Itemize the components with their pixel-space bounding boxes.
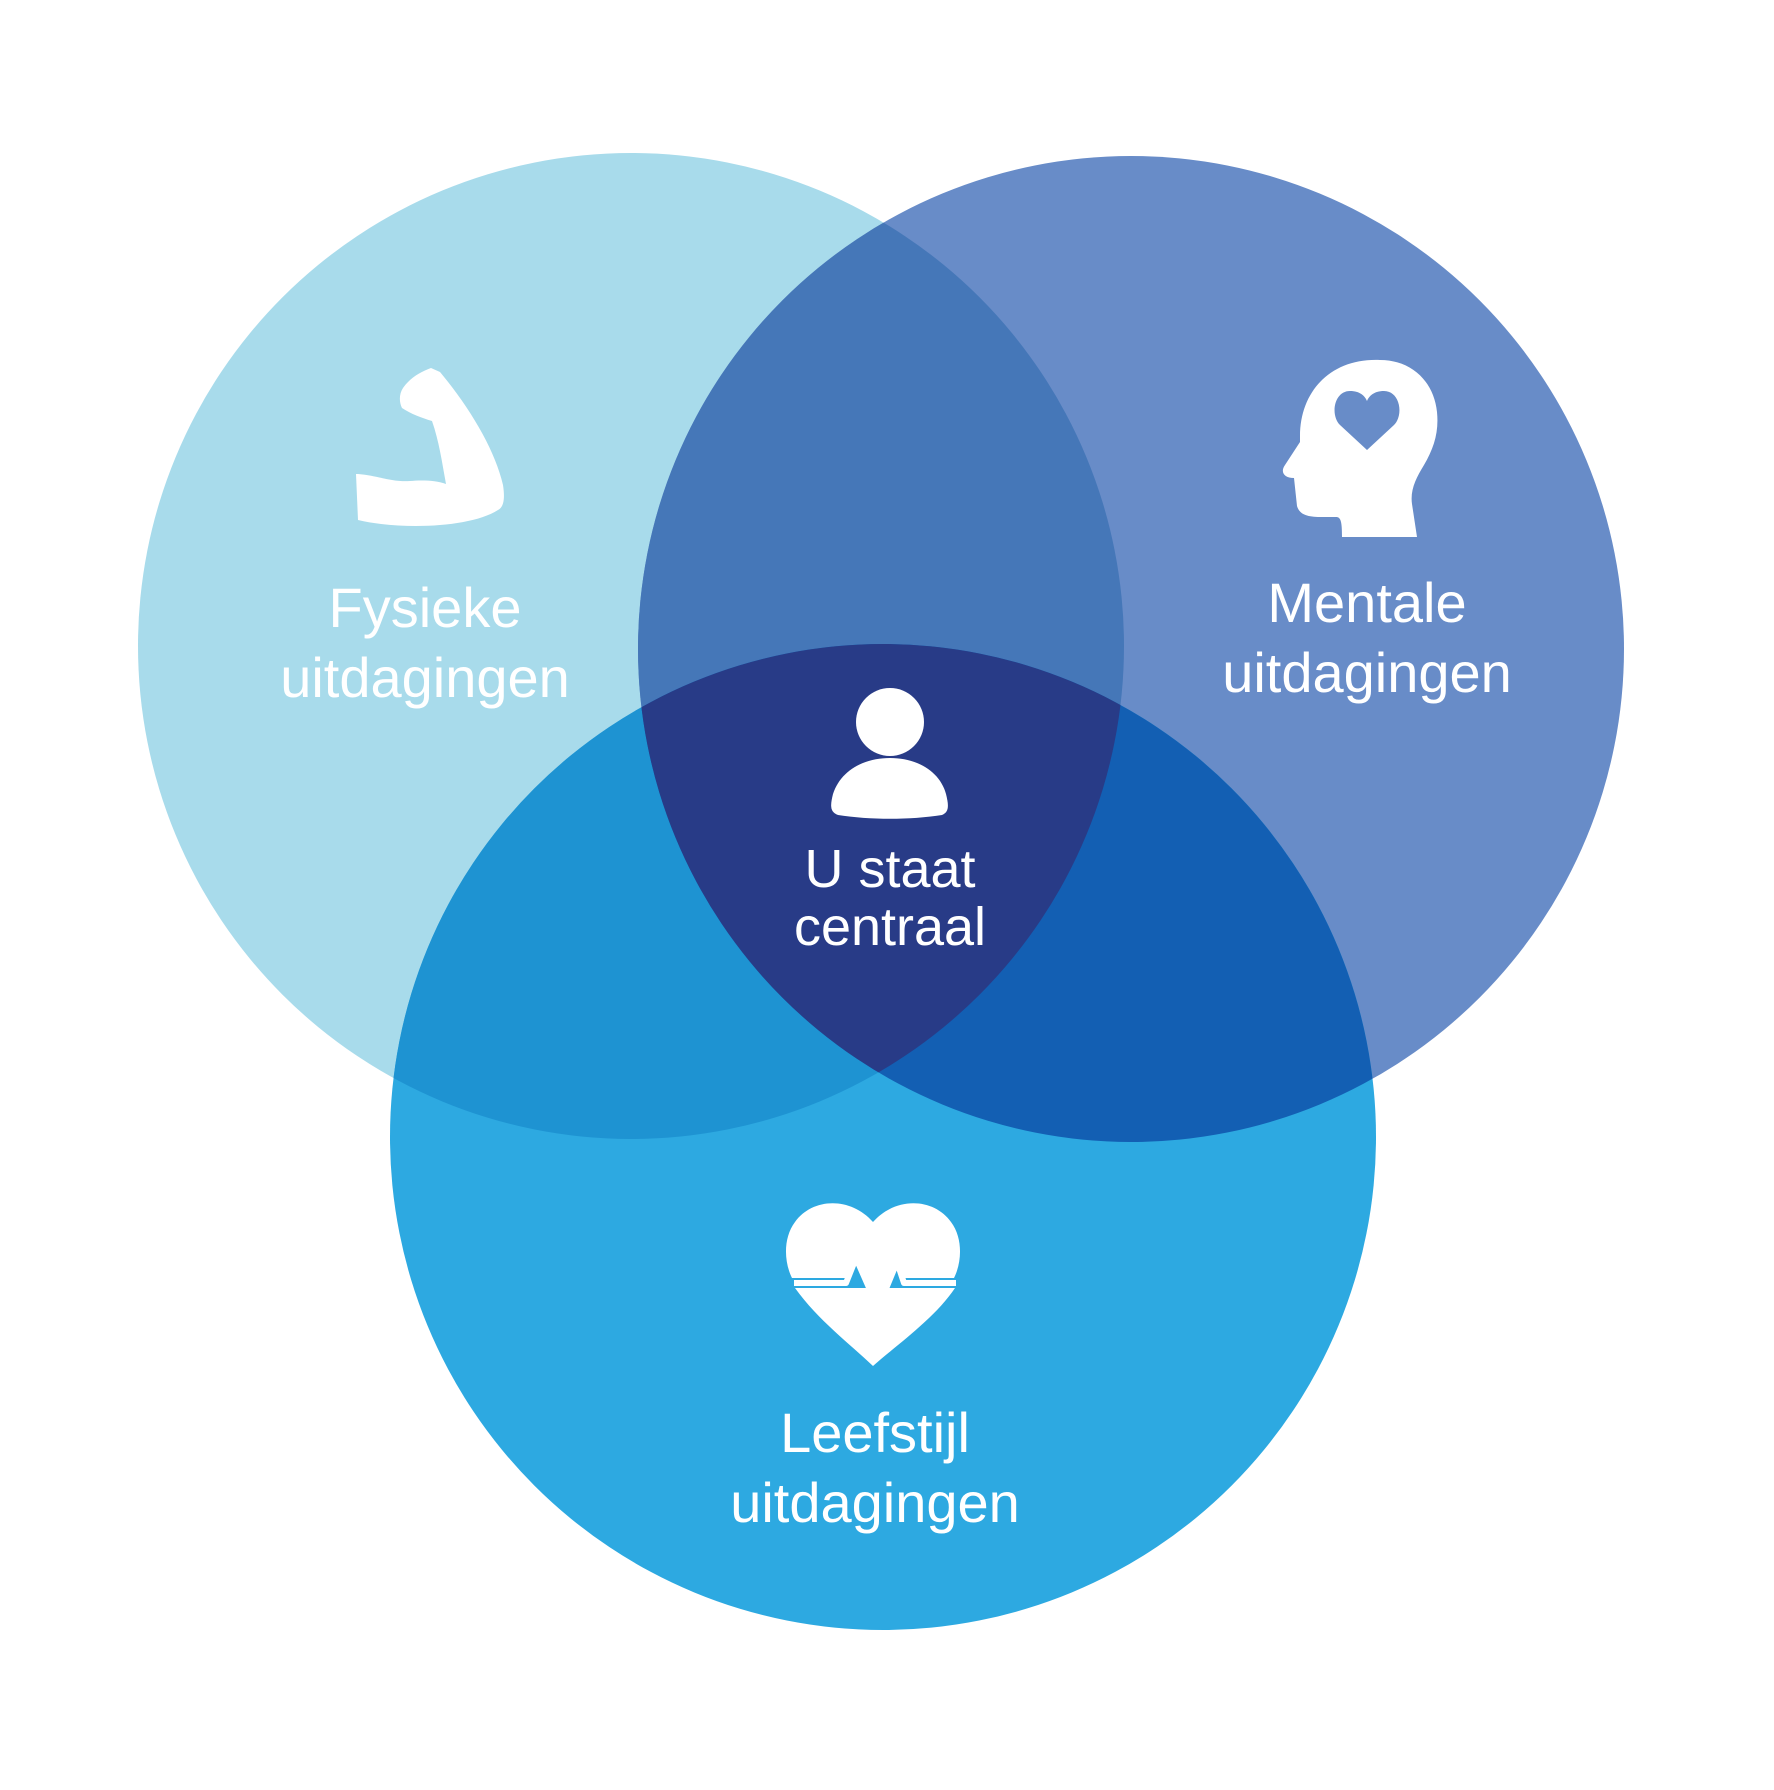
- physical-label-line2: uitdagingen: [280, 646, 570, 709]
- flexed-arm-icon: [356, 368, 504, 526]
- mental-label-line1: Mentale: [1267, 571, 1466, 634]
- lifestyle-label-line2: uitdagingen: [730, 1471, 1020, 1534]
- heartbeat-icon: [785, 1203, 961, 1366]
- mental-label-line2: uitdagingen: [1222, 641, 1512, 704]
- physical-label-line1: Fysieke: [329, 576, 522, 639]
- center-label-line1: U staat: [804, 839, 975, 899]
- head-with-heart-icon: [1282, 359, 1438, 537]
- center-label-line2: centraal: [794, 897, 986, 957]
- lifestyle-label-line1: Leefstijl: [780, 1401, 970, 1464]
- person-icon: [831, 688, 948, 819]
